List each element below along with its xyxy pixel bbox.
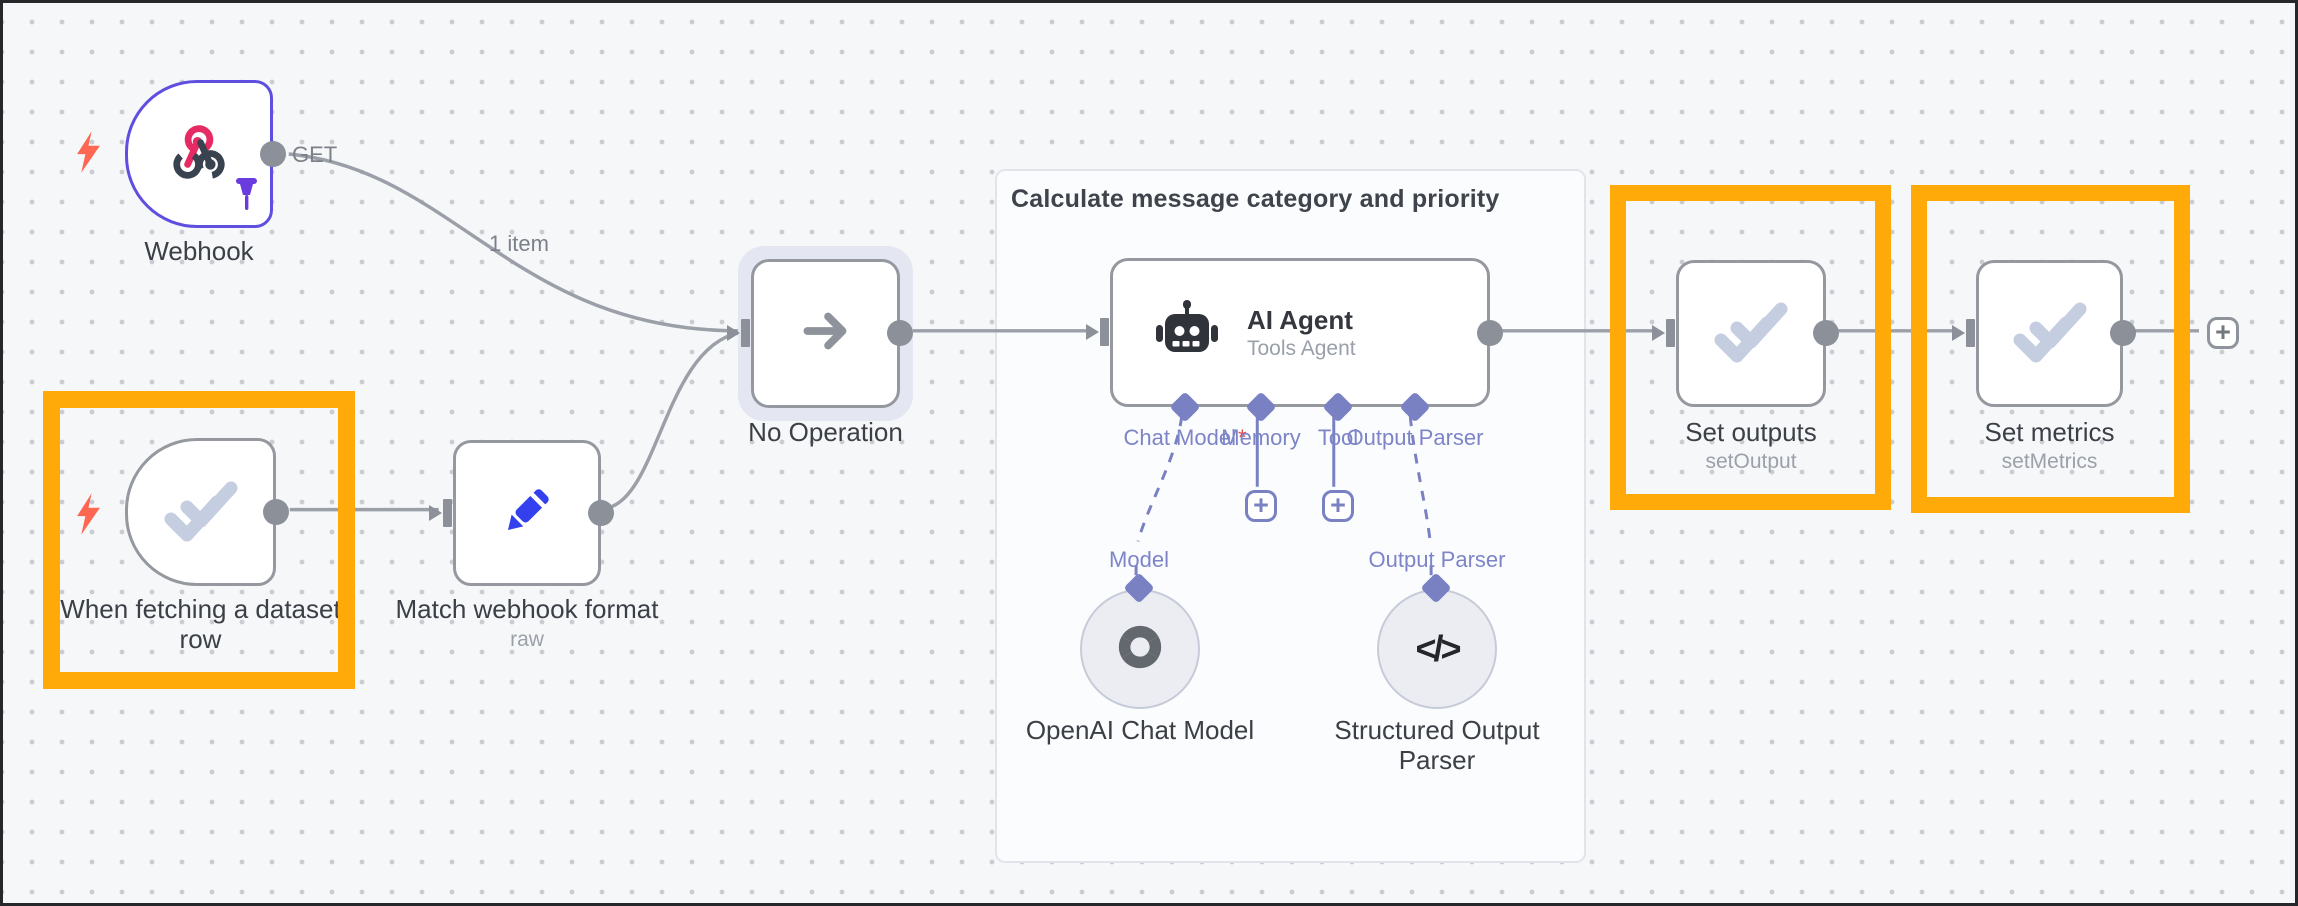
node-ai-agent-subtitle: Tools Agent — [1247, 336, 1356, 360]
node-set-outputs-subtitle: setOutput — [1705, 450, 1797, 473]
add-node-button[interactable]: + — [2207, 317, 2239, 349]
node-webhook-label: Webhook — [144, 236, 254, 266]
code-icon: </> — [1415, 628, 1461, 669]
node-openai-chat-model-label: OpenAI Chat Model — [1025, 715, 1255, 745]
node-ai-agent[interactable]: AI Agent Tools Agent Chat Model* Memory … — [1086, 258, 1503, 450]
node-dataset-trigger-label: When fetching a dataset row — [60, 594, 341, 654]
set-outputs-output-port[interactable] — [1813, 320, 1839, 346]
node-match-format-label: Match webhook format — [395, 594, 659, 624]
double-check-icon — [2012, 296, 2088, 371]
port-label-output-parser: Output Parser — [1346, 425, 1484, 450]
highlight-box-set-metrics — [1911, 185, 2190, 513]
node-set-outputs-box[interactable] — [1676, 260, 1826, 407]
pencil-icon — [498, 482, 556, 545]
ai-agent-input-port[interactable] — [1086, 317, 1110, 347]
node-ai-agent-title: AI Agent — [1247, 304, 1353, 335]
trigger-bolt-icon — [75, 131, 102, 178]
set-outputs-input-port[interactable] — [1652, 318, 1676, 348]
match-format-output-port[interactable] — [588, 500, 614, 526]
double-check-icon — [1713, 296, 1789, 371]
set-metrics-input-port[interactable] — [1952, 318, 1976, 348]
add-tool-button[interactable]: + — [1322, 490, 1354, 522]
node-no-operation-box[interactable] — [751, 259, 900, 408]
double-check-icon — [163, 475, 239, 550]
highlight-box-dataset-trigger — [43, 391, 355, 689]
ai-agent-output-port[interactable] — [1477, 320, 1503, 346]
node-no-operation[interactable]: No Operation — [727, 246, 913, 447]
openai-logo-icon — [1115, 622, 1165, 677]
pinned-data-pin-icon — [233, 178, 260, 217]
highlight-box-set-outputs — [1610, 185, 1891, 510]
robot-icon — [1155, 300, 1219, 365]
node-match-format-box[interactable] — [453, 440, 601, 586]
node-match-format-subtitle: raw — [510, 628, 544, 651]
port-label-tool: Tool — [1317, 425, 1359, 450]
node-match-format[interactable]: Match webhook format raw — [395, 440, 659, 651]
no-operation-input-port[interactable] — [727, 318, 751, 348]
webhook-method-label: GET — [292, 142, 338, 167]
arrow-right-icon — [795, 300, 857, 367]
dataset-trigger-output-port[interactable] — [263, 499, 289, 525]
group-title: Calculate message category and priority — [1011, 185, 1500, 213]
set-metrics-output-port[interactable] — [2110, 320, 2136, 346]
node-dataset-trigger[interactable]: When fetching a dataset row — [60, 438, 341, 654]
output-parser-link-label: Output Parser — [1368, 547, 1506, 572]
node-set-metrics-subtitle: setMetrics — [2001, 450, 2098, 473]
trigger-bolt-icon — [75, 493, 102, 540]
node-structured-output-parser[interactable]: </> — [1377, 589, 1497, 709]
node-set-metrics[interactable]: Set metrics setMetrics — [1952, 260, 2136, 473]
edge-item-count: 1 item — [489, 231, 549, 256]
node-set-metrics-label: Set metrics — [1984, 417, 2115, 447]
node-structured-output-parser-label: Structured Output Parser — [1334, 715, 1540, 775]
webhook-output-port[interactable] — [260, 141, 286, 167]
match-format-input-port[interactable] — [429, 498, 453, 528]
node-ai-agent-box[interactable]: AI Agent Tools Agent — [1110, 258, 1490, 407]
node-set-outputs-label: Set outputs — [1685, 417, 1817, 447]
node-openai-chat-model[interactable] — [1080, 589, 1200, 709]
no-operation-output-port[interactable] — [887, 320, 913, 346]
node-no-operation-label: No Operation — [748, 417, 903, 447]
node-webhook-box[interactable] — [125, 80, 273, 228]
node-set-outputs[interactable]: Set outputs setOutput — [1652, 260, 1839, 473]
model-link-label: Model — [1109, 547, 1169, 572]
port-label-memory: Memory — [1221, 425, 1301, 450]
add-memory-button[interactable]: + — [1245, 490, 1277, 522]
webhook-icon — [170, 123, 228, 186]
node-webhook[interactable]: Webhook — [125, 80, 286, 266]
